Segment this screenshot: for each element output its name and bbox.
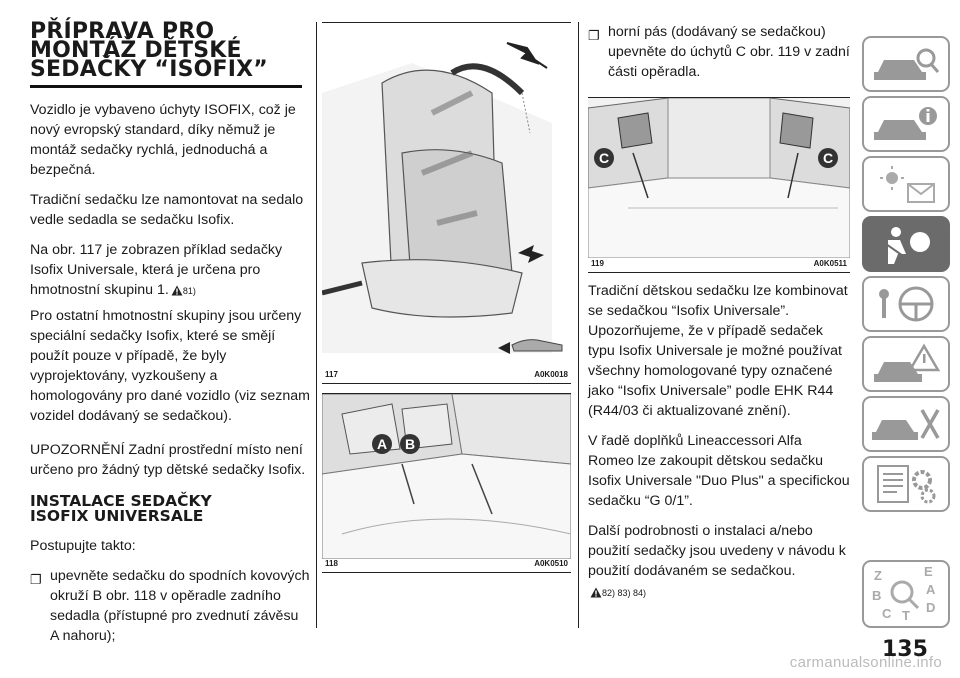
figure-number: 119 (591, 259, 604, 268)
left-column: PŘÍPRAVA PRO MONTÁŽ DĚTSKÉ SEDAČKY “ISOF… (30, 19, 310, 646)
tab-starting-driving[interactable] (862, 276, 950, 332)
car-info-icon (874, 107, 937, 140)
figure-code: A0K0018 (534, 370, 568, 379)
callout-b: B (405, 436, 415, 452)
callout-c-left: C (599, 150, 609, 166)
warning-icon (171, 282, 183, 302)
top-tether-anchors-illustration: C C (587, 97, 851, 259)
list-item: ❐horní pás (dodávaný se sedačkou) upevně… (588, 24, 850, 80)
svg-text:T: T (902, 608, 910, 623)
warning-reference[interactable]: 82) 83) 84) (602, 588, 647, 598)
page-number: 135 (882, 637, 928, 662)
callout-c-right: C (823, 150, 833, 166)
svg-text:Z: Z (874, 568, 882, 583)
child-seat-illustration (321, 42, 563, 354)
figure-number: 117 (325, 370, 338, 379)
figure-code: A0K0511 (813, 259, 847, 268)
warning-references: 82) 83) 84) (588, 583, 850, 603)
car-warning-icon (874, 343, 941, 382)
paragraph: V řadě doplňků Lineaccessori Alfa Romeo … (588, 433, 850, 509)
svg-text:B: B (872, 588, 881, 603)
airbag-seat-icon (885, 227, 930, 264)
right-column: ❐horní pás (dodávaný se sedačkou) upevně… (587, 22, 851, 603)
tab-index[interactable]: Z E B A C T D (862, 560, 950, 628)
car-tools-icon (872, 409, 940, 440)
dashboard-lights-icon (880, 166, 935, 203)
svg-text:E: E (924, 564, 933, 579)
steering-wheel-key-icon (879, 286, 934, 322)
paragraph: Vozidlo je vybaveno úchyty ISOFIX, což j… (30, 102, 296, 178)
tab-car-search[interactable] (862, 36, 950, 92)
subsection-title: INSTALACE SEDAČKY ISOFIX UNIVERSALE (30, 492, 212, 525)
checkbox-bullet-icon: ❐ (588, 28, 600, 43)
svg-text:A: A (926, 582, 936, 597)
column-divider (316, 22, 317, 628)
paragraph: Další podrobnosti o instalaci a/nebo pou… (588, 523, 846, 579)
figure-119: C C 119 A0K0511 (587, 97, 851, 273)
paragraph: Tradiční sedačku lze namontovat na sedal… (30, 192, 304, 228)
notice-paragraph: UPOZORNĚNÍ Zadní prostřední místo není u… (30, 442, 306, 478)
figure-117: 117 A0K0018 (321, 22, 571, 384)
specs-gears-icon (877, 465, 936, 504)
svg-text:D: D (926, 600, 935, 615)
figure-code: A0K0510 (534, 559, 568, 568)
checkbox-bullet-icon: ❐ (30, 572, 42, 587)
paragraph: Pro ostatní hmotnostní skupiny jsou urče… (30, 308, 310, 424)
title-rule (30, 85, 302, 88)
tab-car-info[interactable] (862, 96, 950, 152)
tab-technical-data[interactable] (862, 456, 950, 512)
tab-safety[interactable] (862, 216, 950, 272)
tab-maintenance[interactable] (862, 396, 950, 452)
paragraph: Postupujte takto: (30, 538, 136, 554)
index-letters-icon: Z E B A C T D (872, 564, 936, 623)
figure-number: 118 (325, 559, 338, 568)
warning-reference[interactable]: 81) (182, 286, 196, 296)
figure-118: A B 118 A0K0510 (321, 393, 572, 573)
callout-a: A (377, 436, 387, 452)
column-divider (578, 22, 579, 628)
list-item: ❐upevněte sedačku do spodních kovových o… (30, 568, 310, 644)
car-search-icon (874, 48, 940, 80)
isofix-anchors-illustration: A B (321, 393, 572, 560)
tab-emergency[interactable] (862, 336, 950, 392)
tab-dashboard-lights[interactable] (862, 156, 950, 212)
paragraph: Tradiční dětskou sedačku lze kombinovat … (588, 283, 848, 419)
warning-icon (590, 585, 602, 603)
paragraph: Na obr. 117 je zobrazen příklad sedačky … (30, 240, 310, 302)
watermark: carmanualsonline.info (789, 654, 942, 671)
svg-text:C: C (882, 606, 892, 621)
section-title: PŘÍPRAVA PRO MONTÁŽ DĚTSKÉ SEDAČKY “ISOF… (30, 19, 268, 82)
